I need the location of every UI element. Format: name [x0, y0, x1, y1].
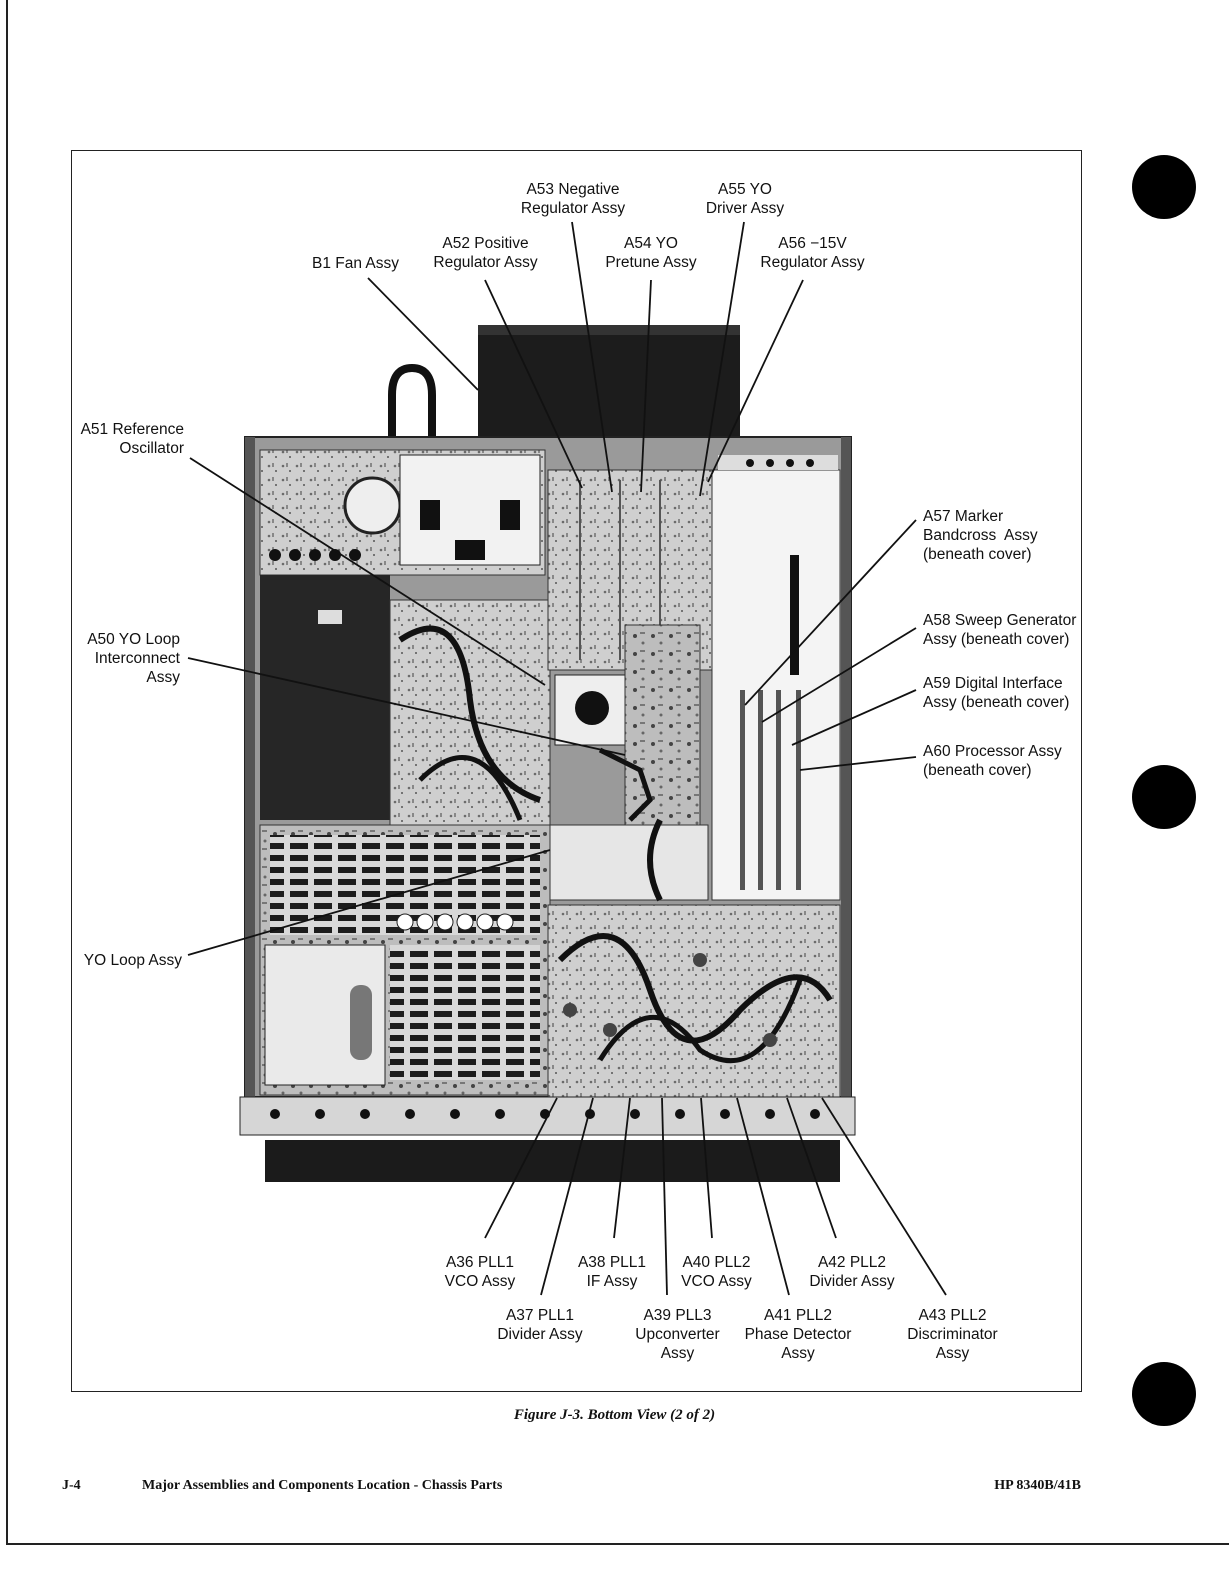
figure-caption: Figure J-3. Bottom View (2 of 2): [513, 1407, 716, 1423]
label-a54: A54 YO Pretune Assy: [605, 235, 697, 271]
label-a52: A52 Positive Regulator Assy: [433, 235, 538, 271]
label-a59: A59 Digital Interface Assy (beneath cove…: [923, 675, 1070, 711]
footer-section-title: Major Assemblies and Components Location…: [142, 1478, 503, 1493]
label-a51: A51 Reference Oscillator: [80, 421, 184, 457]
label-a40: A40 PLL2 VCO Assy: [681, 1254, 752, 1290]
label-b1: B1 Fan Assy: [312, 255, 400, 272]
callout-leader-lines: [187, 221, 947, 1296]
label-a39: A39 PLL3 Upconverter Assy: [635, 1307, 720, 1362]
label-a50: A50 YO Loop Interconnect Assy: [87, 631, 180, 686]
label-a36: A36 PLL1 VCO Assy: [444, 1254, 516, 1290]
label-a58: A58 Sweep Generator Assy (beneath cover): [923, 612, 1077, 648]
label-yo-loop: YO Loop Assy: [83, 952, 182, 969]
label-a55: A55 YO Driver Assy: [705, 181, 785, 217]
label-a41: A41 PLL2 Phase Detector Assy: [744, 1307, 852, 1362]
label-a60: A60 Processor Assy (beneath cover): [923, 743, 1062, 779]
label-a53: A53 Negative Regulator Assy: [520, 181, 626, 217]
label-a42: A42 PLL2 Divider Assy: [809, 1254, 895, 1290]
label-a57: A57 Marker Bandcross Assy (beneath cover…: [923, 508, 1038, 563]
page-bottom-edge: [6, 1543, 1229, 1545]
binder-hole-middle: [1132, 765, 1196, 829]
page-left-edge: [6, 0, 8, 1545]
label-a56: A56 −15V Regulator Assy: [760, 235, 865, 271]
front-panel-edge: [265, 1140, 840, 1182]
binder-hole-bottom: [1132, 1362, 1196, 1426]
label-a37: A37 PLL1 Divider Assy: [497, 1307, 583, 1343]
binder-hole-top: [1132, 155, 1196, 219]
footer-model: HP 8340B/41B: [994, 1478, 1081, 1493]
footer-page-number: J-4: [62, 1478, 81, 1493]
fan-housing: [478, 325, 740, 443]
label-a43: A43 PLL2 Discriminator Assy: [907, 1307, 998, 1362]
figure-frame: [71, 150, 1082, 1392]
cable-loop: [388, 363, 436, 440]
label-a38: A38 PLL1 IF Assy: [577, 1254, 647, 1290]
